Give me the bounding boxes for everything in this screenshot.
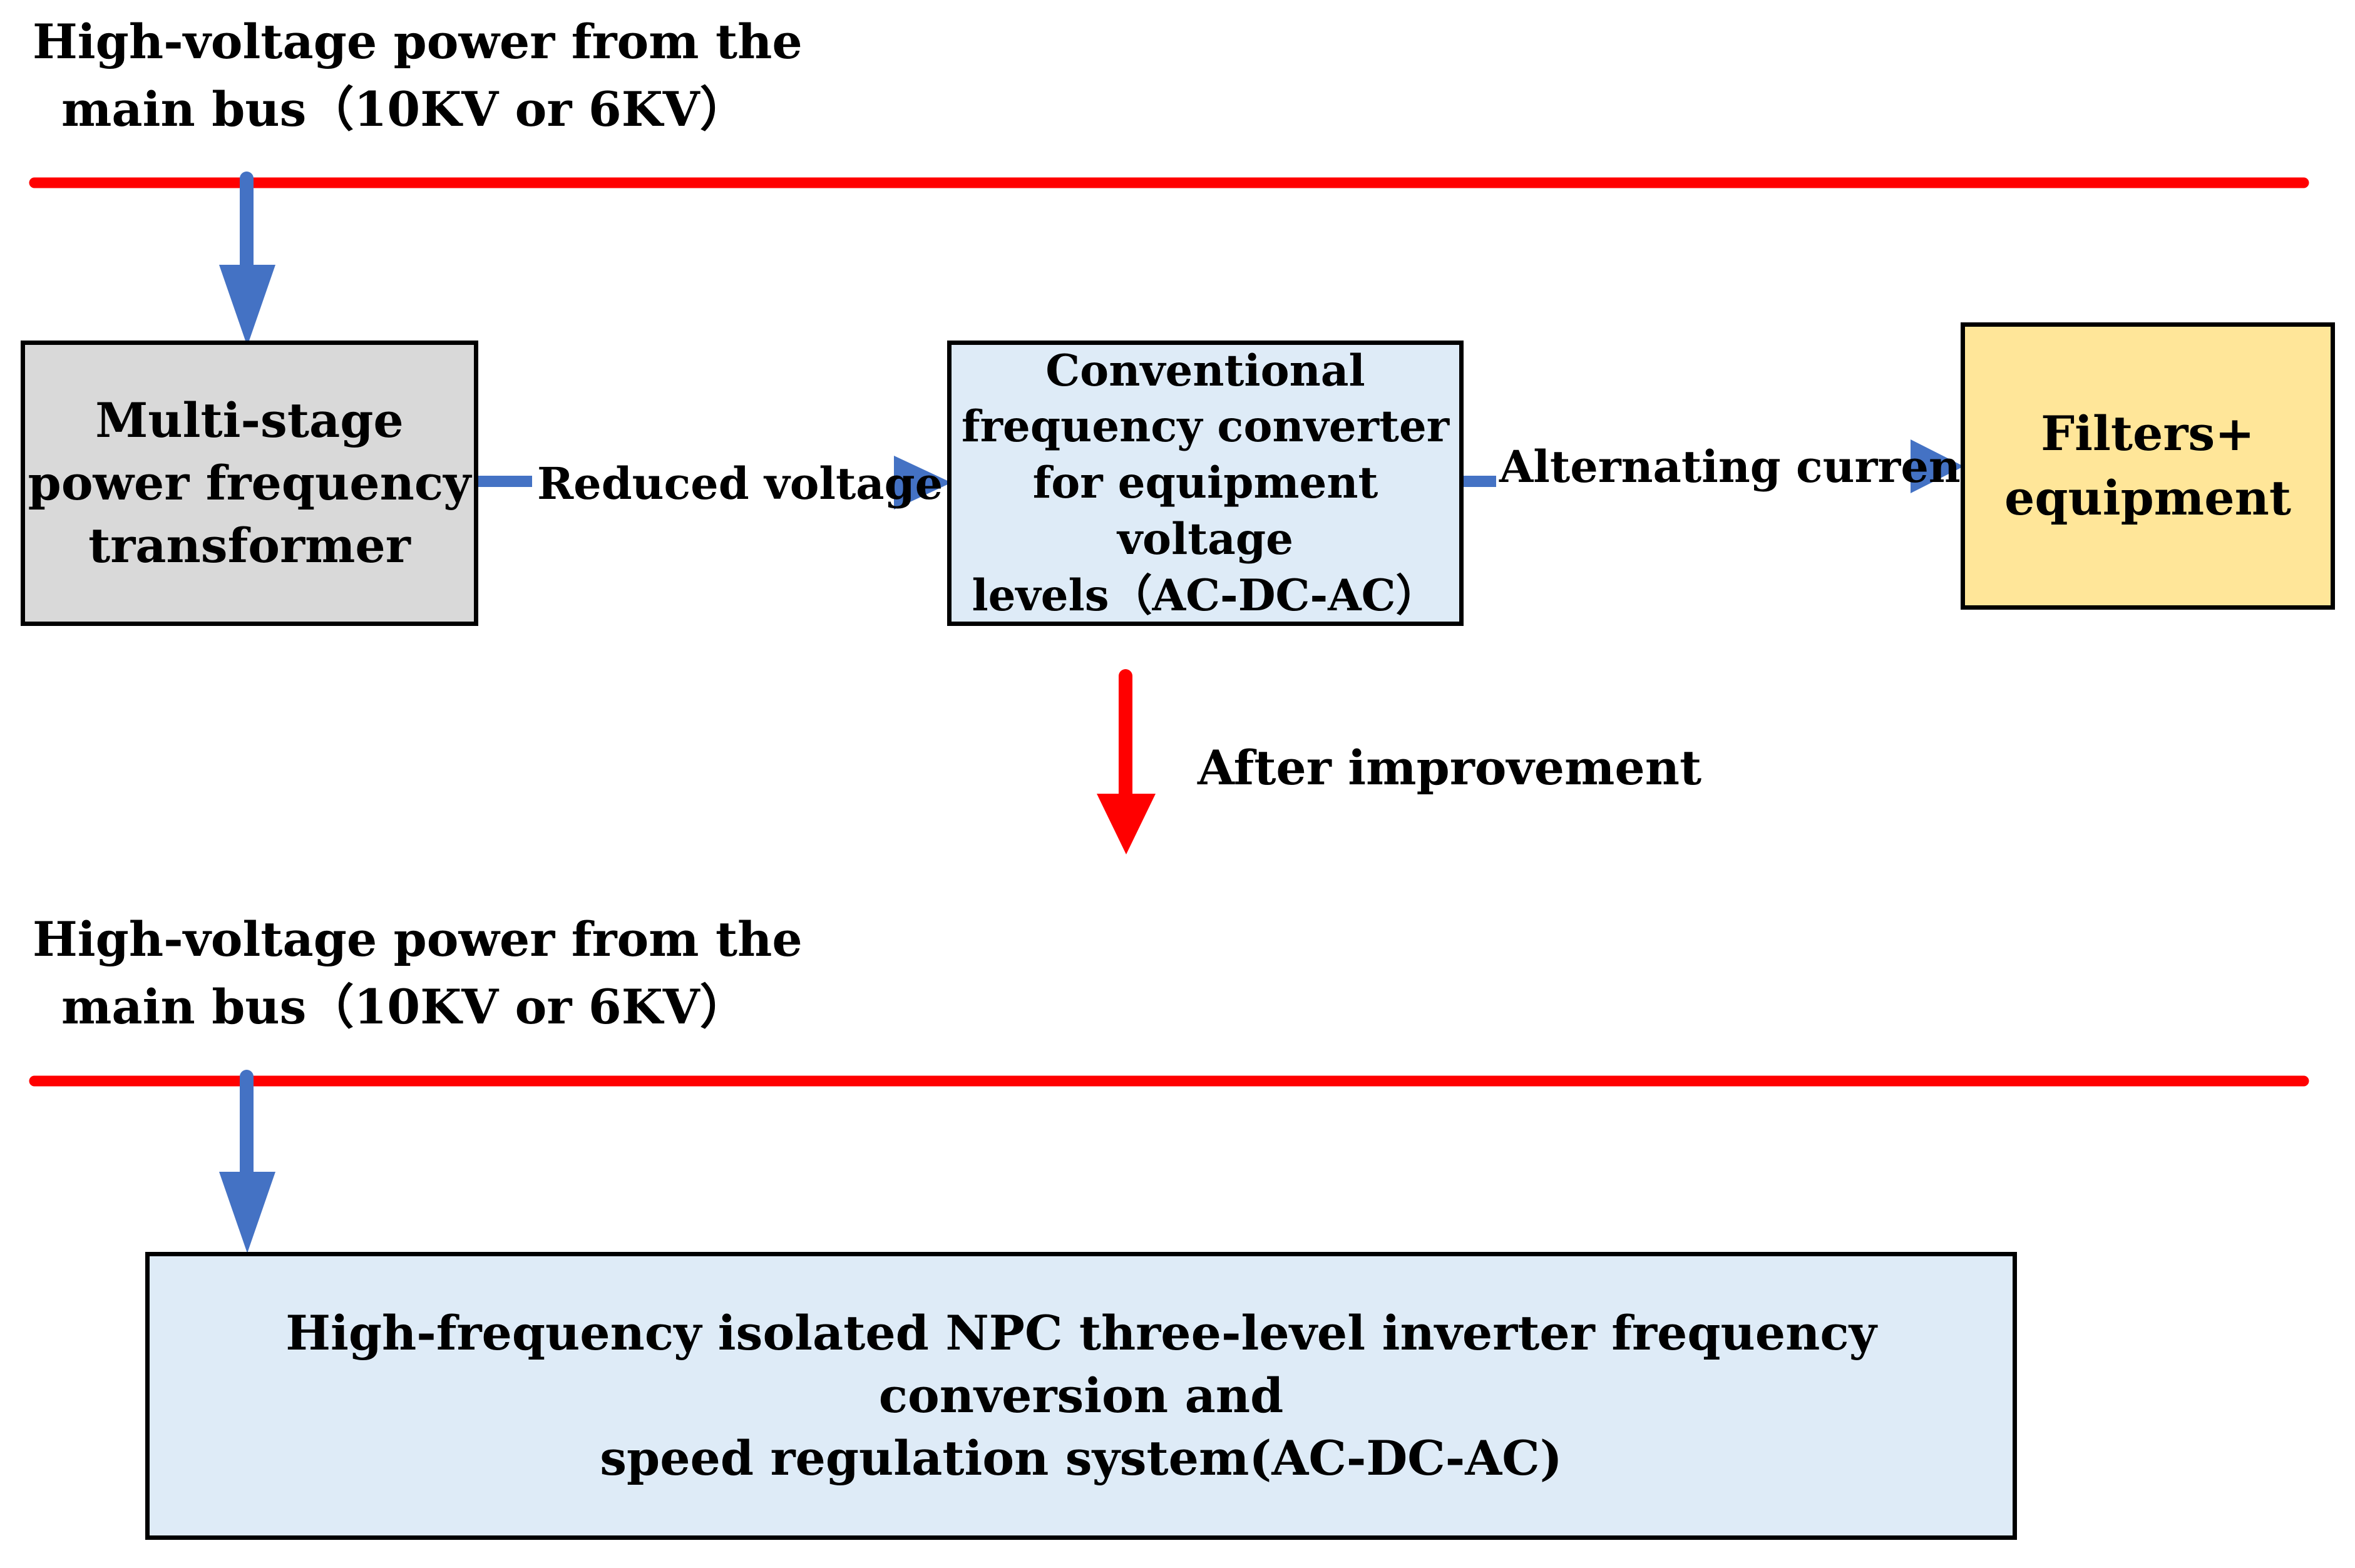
after-improvement-arrowhead [1097, 794, 1156, 854]
npc-system-box-text: High-frequency isolated NPC three-level … [285, 1304, 1877, 1487]
converter-to-filters-arrowhead [1911, 439, 1964, 493]
bottom-bus-to-system-arrowhead [219, 1172, 275, 1253]
converter-box: Conventional frequency converter for equ… [947, 341, 1464, 626]
top-bus-label-line2: main bus（10KV or 6KV） [61, 81, 747, 137]
filters-equipment-box: Filters+ equipment [1961, 322, 2335, 610]
converter-box-text: Conventional frequency converter for equ… [961, 345, 1450, 621]
bottom-bus-label-line1: High-voltage power from the [33, 911, 803, 967]
transformer-box: Multi-stage power frequency transformer [21, 341, 478, 626]
reduced-voltage-label: Reduced voltage [537, 458, 943, 510]
npc-system-box: High-frequency isolated NPC three-level … [145, 1252, 2017, 1540]
top-bus-label-line1: High-voltage power from the [33, 14, 803, 69]
transformer-to-converter-arrowhead [894, 456, 952, 510]
alternating-current-label: Alternating current [1499, 441, 1981, 493]
after-improvement-label: After improvement [1198, 740, 1702, 796]
top-bus-to-transformer-arrowhead [219, 265, 275, 346]
bottom-bus-label-line2: main bus（10KV or 6KV） [61, 979, 747, 1035]
transformer-box-text: Multi-stage power frequency transformer [28, 392, 471, 574]
filters-equipment-box-text: Filters+ equipment [2004, 405, 2291, 526]
